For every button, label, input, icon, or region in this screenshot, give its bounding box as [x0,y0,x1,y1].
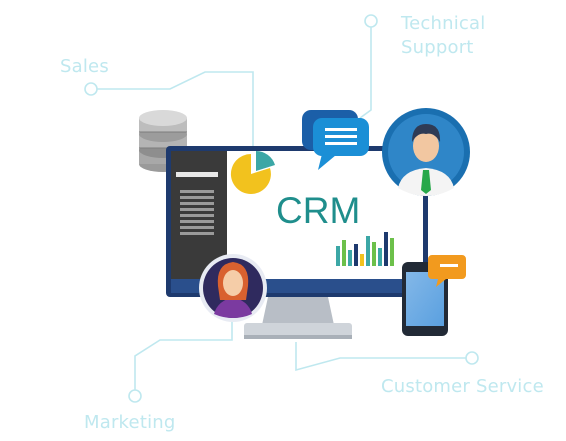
pie-chart-icon [230,151,275,194]
woman-avatar-icon [199,254,267,322]
label-sales: Sales [60,56,109,77]
label-customer-service: Customer Service [381,376,544,397]
label-technical-line2: Support [401,37,474,58]
label-technical-line1: Technical [401,13,486,34]
smartphone-icon [402,255,466,336]
chat-bubble-icon [302,110,369,170]
label-marketing: Marketing [84,412,176,433]
bar-chart-icon [336,232,394,266]
man-avatar-icon [382,108,470,196]
notification-bubble [428,255,466,287]
crm-title: CRM [276,190,361,231]
connector-lines [84,14,479,403]
label-technical-support: Technical Support [401,12,485,60]
